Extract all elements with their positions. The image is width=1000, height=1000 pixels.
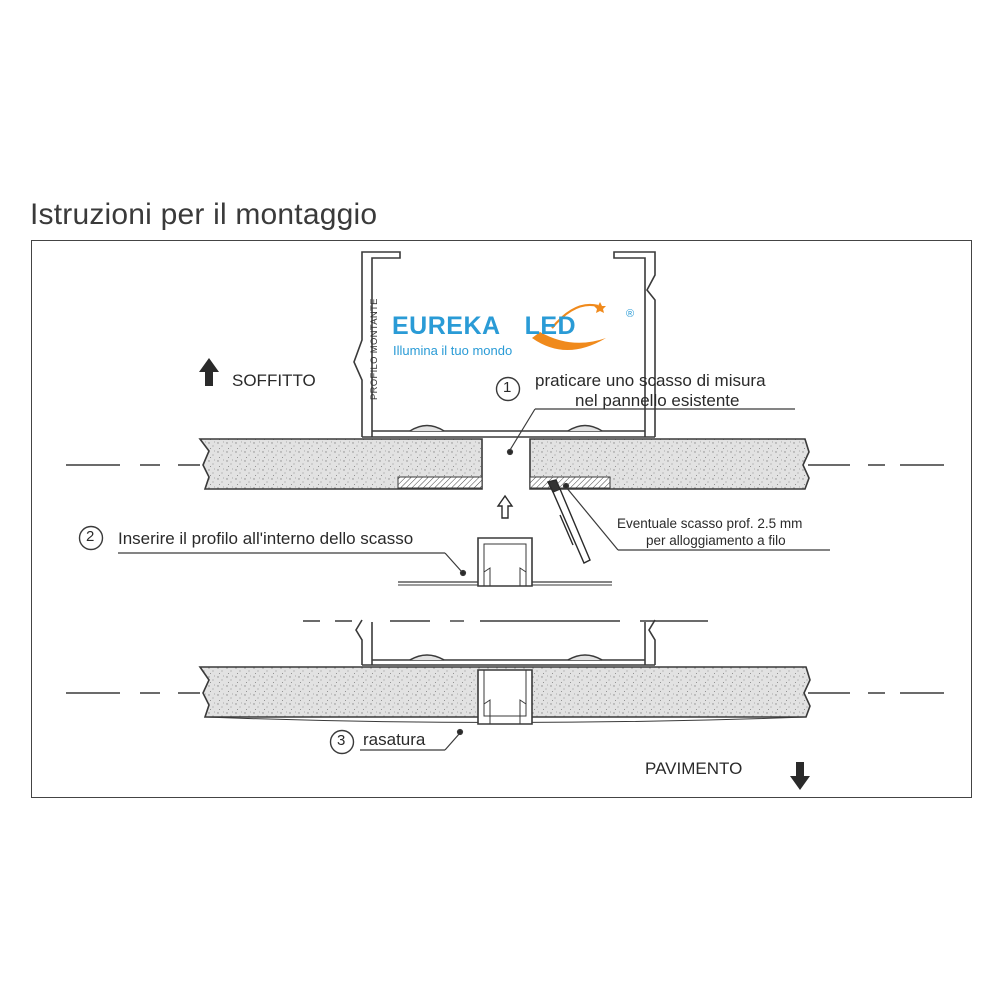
upper-panel <box>198 438 810 490</box>
stud-profile-lower <box>355 619 656 666</box>
led-profile-insert <box>398 537 612 587</box>
center-line-lower <box>66 620 944 694</box>
arrow-up-icon <box>199 358 219 386</box>
logo-tagline: Illumina il tuo mondo <box>393 343 513 358</box>
leader-lines <box>118 408 830 751</box>
page-title: Istruzioni per il montaggio <box>30 198 378 231</box>
logo-registered: ® <box>626 308 635 320</box>
recess-hatch-right <box>529 476 611 489</box>
step2-number: 2 <box>86 528 95 545</box>
insert-arrow-icon <box>496 494 514 519</box>
floor-label: PAVIMENTO <box>645 759 743 778</box>
recess-text-line2: per alloggiamento a filo <box>646 533 786 548</box>
logo-wordmark: EUREKA LED <box>392 312 576 341</box>
chisel-icon <box>546 479 591 564</box>
logo-arc <box>551 303 599 329</box>
step2-circle <box>78 525 104 551</box>
stud-profile-upper <box>353 251 656 438</box>
step3-number: 3 <box>337 732 346 749</box>
step3-text: rasatura <box>363 730 426 749</box>
logo-star-icon <box>594 302 606 313</box>
recess-text-line1: Eventuale scasso prof. 2.5 mm <box>617 516 803 531</box>
step1-number: 1 <box>503 379 512 396</box>
logo-part2: LED <box>524 312 577 340</box>
step1-text-line2: nel pannello esistente <box>575 391 740 410</box>
step3-circle <box>329 729 355 755</box>
logo-swoosh <box>532 332 606 350</box>
logo-part1: EUREKA <box>392 312 501 340</box>
step1-text-line1: praticare uno scasso di misura <box>535 371 766 390</box>
step1-circle <box>495 376 521 402</box>
arrow-down-icon <box>790 762 810 790</box>
led-profile-installed <box>477 669 533 725</box>
ceiling-label: SOFFITTO <box>232 371 316 390</box>
diagram-frame <box>31 240 972 798</box>
recess-hatch-left <box>397 476 483 489</box>
stud-label: PROFILO MONTANTE <box>369 298 380 400</box>
step2-text: Inserire il profilo all'interno dello sc… <box>118 529 414 548</box>
